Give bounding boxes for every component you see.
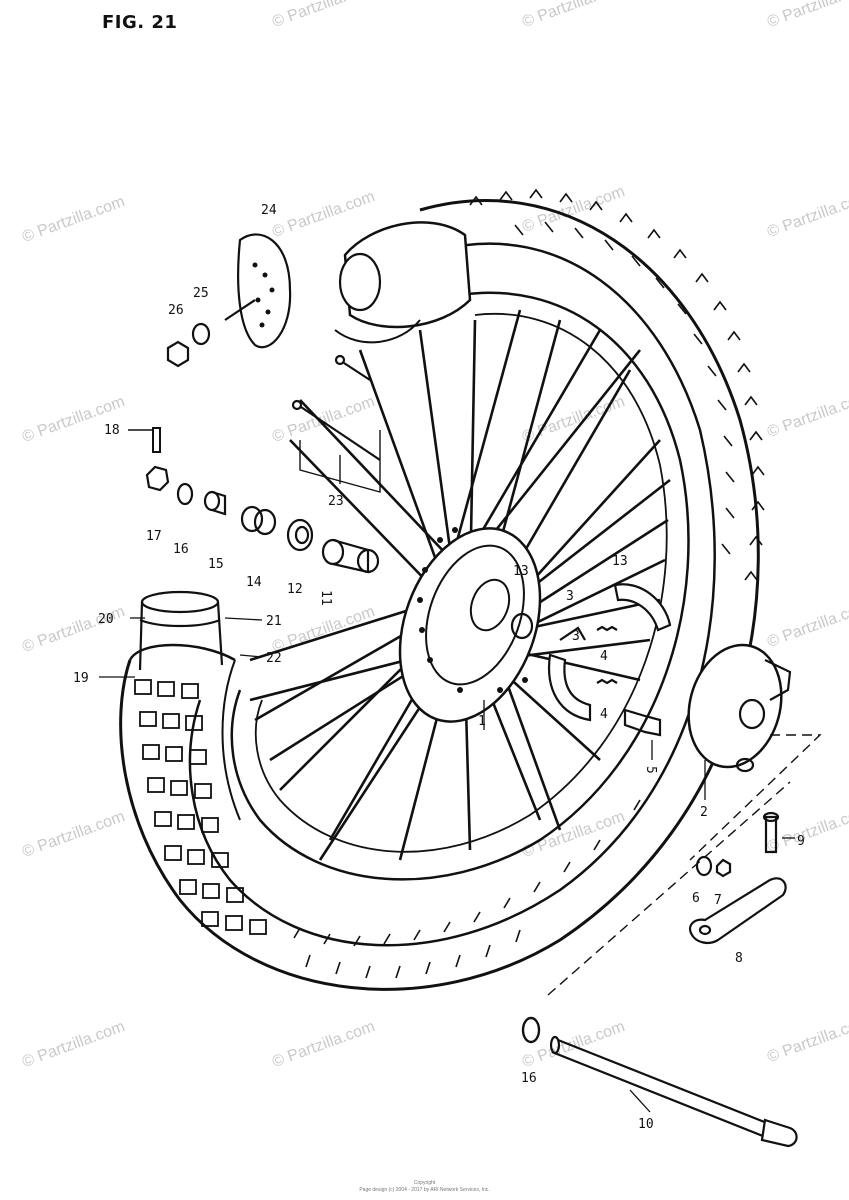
figure-title: FIG. 21 (102, 12, 178, 33)
callout-14: 14 (246, 575, 262, 590)
callout-4b: 4 (600, 707, 608, 722)
callout-13a: 13 (513, 564, 529, 579)
brake-parts (547, 583, 822, 996)
callout-17: 17 (146, 529, 162, 544)
footer-credit: Page design (c) 2004 - 2017 by ARI Netwo… (359, 1187, 490, 1193)
callout-13b: 13 (612, 554, 628, 569)
callout-23: 23 (328, 494, 344, 509)
footer-copyright: Copyright (413, 1180, 436, 1186)
left-axle-parts (128, 233, 381, 671)
callout-5: 5 (643, 766, 658, 774)
leader-lines (99, 617, 795, 1113)
callout-26: 26 (168, 303, 184, 318)
callout-24: 24 (261, 203, 277, 218)
callout-1: 1 (478, 714, 486, 729)
callout-19: 19 (73, 671, 89, 686)
callout-2: 2 (700, 805, 708, 820)
callout-22: 22 (266, 651, 282, 666)
callout-8: 8 (735, 951, 743, 966)
hub (398, 527, 542, 723)
callout-25: 25 (193, 286, 209, 301)
tube (334, 221, 472, 344)
callout-labels: 1 2 3 3 4 4 5 6 7 8 9 10 11 12 13 13 14 … (73, 203, 805, 1132)
callout-10: 10 (638, 1117, 654, 1132)
tire (119, 188, 765, 991)
callout-4a: 4 (600, 649, 608, 664)
callout-6: 6 (692, 891, 700, 906)
callout-3b: 3 (572, 629, 580, 644)
callout-3a: 3 (566, 589, 574, 604)
callout-21: 21 (266, 614, 282, 629)
callout-7: 7 (714, 893, 722, 908)
callout-15: 15 (208, 557, 224, 572)
front-axle (521, 1016, 798, 1148)
callout-11: 11 (318, 590, 333, 606)
callout-16b: 16 (521, 1071, 537, 1086)
callout-9: 9 (797, 834, 805, 849)
rim (230, 291, 690, 881)
callout-20: 20 (98, 612, 114, 627)
callout-18: 18 (104, 423, 120, 438)
callout-16a: 16 (173, 542, 189, 557)
callout-12: 12 (287, 582, 303, 597)
